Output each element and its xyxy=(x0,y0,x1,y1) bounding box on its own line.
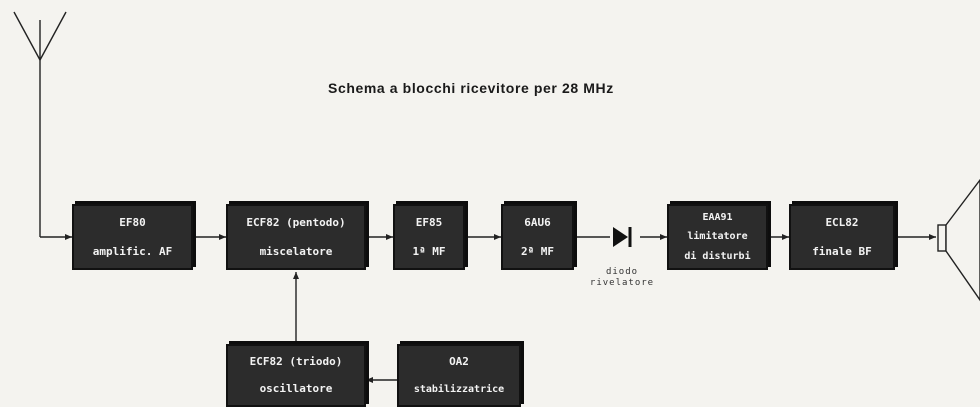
block-ecl82-tube: ECL82 xyxy=(825,215,859,229)
block-ecf82-pentode-function: miscelatore xyxy=(259,244,333,258)
block-6au6-function: 2ª MF xyxy=(520,244,555,258)
diode-caption-line2: rivelatore xyxy=(589,278,655,288)
block-oa2-function: stabilizzatrice xyxy=(413,384,505,395)
block-6au6: 6AU6 2ª MF xyxy=(501,204,574,270)
block-ef85-tube: EF85 xyxy=(415,215,443,229)
block-eaa91-tube: EAA91 xyxy=(702,212,733,224)
block-ef80-tube: EF80 xyxy=(119,215,146,229)
diode-icon xyxy=(613,227,632,247)
block-ef85: EF85 1ª MF xyxy=(393,204,465,270)
block-eaa91: EAA91 limitatore di disturbi xyxy=(667,204,768,270)
block-oa2-tube: OA2 xyxy=(449,355,469,368)
block-eaa91-function-2: di disturbi xyxy=(684,250,751,262)
block-ecl82: ECL82 finale BF xyxy=(789,204,895,270)
block-ecf82-triode: ECF82 (triodo) oscillatore xyxy=(226,344,366,407)
block-ecf82-triode-function: oscillatore xyxy=(259,382,333,396)
diode-caption: diodo rivelatore xyxy=(582,267,662,289)
diode-caption-line1: diodo xyxy=(605,267,639,277)
block-6au6-tube: 6AU6 xyxy=(524,215,551,229)
block-eaa91-function: limitatore xyxy=(687,231,748,243)
block-ecf82-pentode: ECF82 (pentodo) miscelatore xyxy=(226,204,366,270)
block-ecf82-triode-tube: ECF82 (triodo) xyxy=(249,354,343,368)
block-ef80-function: amplific. AF xyxy=(92,244,173,258)
block-ecf82-pentode-tube: ECF82 (pentodo) xyxy=(246,215,346,229)
block-ef85-function: 1ª MF xyxy=(412,244,446,258)
block-ecl82-function: finale BF xyxy=(812,244,872,258)
antenna-icon xyxy=(13,11,67,237)
block-oa2: OA2 stabilizzatrice xyxy=(397,344,521,407)
block-ef80: EF80 amplific. AF xyxy=(72,204,193,270)
diagram-title: Schema a blocchi ricevitore per 28 MHz xyxy=(328,80,614,96)
speaker-icon xyxy=(937,178,980,302)
